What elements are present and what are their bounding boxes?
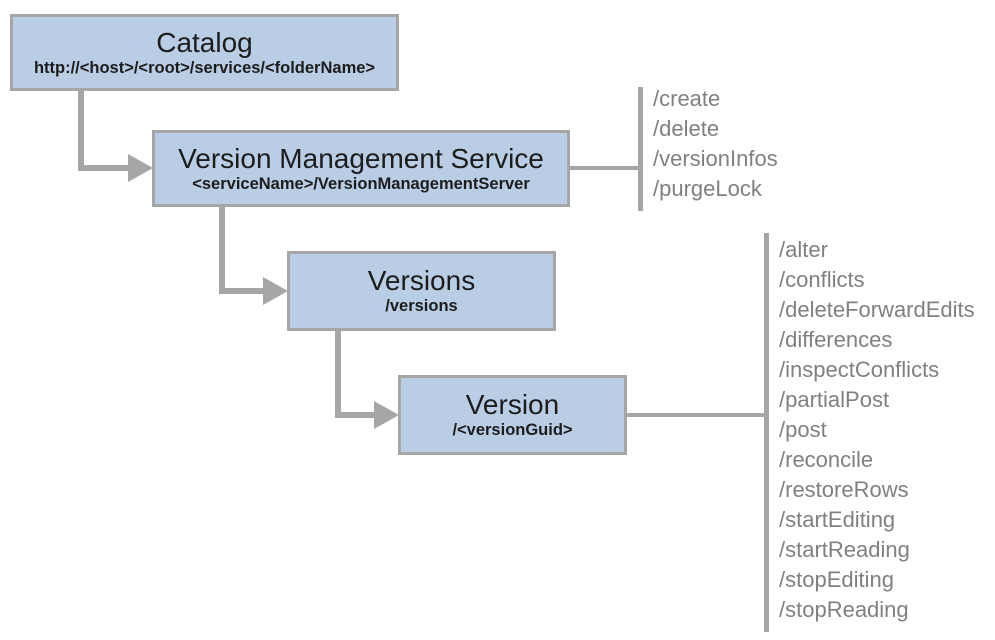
ops-item: /stopEditing (779, 567, 894, 592)
node-versions-subtitle: /versions (385, 297, 458, 316)
node-catalog-title: Catalog (156, 26, 253, 58)
connector-versions-version-horizontal (335, 412, 375, 418)
connector-versions-version-vertical (335, 331, 341, 418)
node-version-title: Version (465, 389, 560, 420)
ops-bracket-vms (638, 87, 643, 211)
ops-item: /partialPost (779, 387, 890, 412)
node-catalog: Catalog http://<host>/<root>/services/<f… (10, 14, 399, 91)
ops-list-vms: /create /delete /versionInfos /purgeLock (653, 84, 778, 204)
ops-item: /purgeLock (653, 176, 762, 201)
node-versions-title: Versions (367, 265, 476, 296)
ops-item: /startReading (779, 537, 910, 562)
arrowhead-icon (374, 401, 399, 429)
connector-vms-versions-horizontal (219, 288, 264, 294)
ops-item: /create (653, 86, 721, 111)
ops-item: /conflicts (779, 267, 865, 292)
ops-item: /stopReading (779, 597, 909, 622)
node-vms-subtitle: <serviceName>/VersionManagementServer (192, 174, 530, 193)
node-vms-title: Version Management Service (178, 142, 544, 174)
arrowhead-icon (128, 154, 153, 182)
ops-bracket-version (764, 233, 769, 632)
ops-item: /inspectConflicts (779, 357, 940, 382)
node-version-subtitle: /<versionGuid> (452, 421, 573, 440)
ops-item: /deleteForwardEdits (779, 297, 975, 322)
connector-catalog-vms-horizontal (78, 165, 129, 171)
ops-item: /delete (653, 116, 720, 141)
ops-item: /startEditing (779, 507, 896, 532)
connector-catalog-vms-vertical (78, 91, 84, 171)
connector-vms-versions-vertical (219, 207, 225, 294)
connector-version-ops (627, 413, 765, 417)
connector-vms-ops (568, 166, 638, 170)
ops-item: /alter (779, 237, 828, 262)
ops-item: /restoreRows (779, 477, 909, 502)
node-versions: Versions /versions (287, 251, 556, 331)
ops-item: /versionInfos (653, 146, 778, 171)
ops-item: /differences (779, 327, 893, 352)
ops-list-version: /alter /conflicts /deleteForwardEdits /d… (779, 235, 975, 625)
ops-item: /reconcile (779, 447, 874, 472)
arrowhead-icon (263, 277, 288, 305)
node-version: Version /<versionGuid> (398, 375, 627, 455)
node-catalog-subtitle: http://<host>/<root>/services/<folderNam… (33, 58, 376, 77)
ops-item: /post (779, 417, 827, 442)
node-version-management-service: Version Management Service <serviceName>… (152, 130, 570, 207)
